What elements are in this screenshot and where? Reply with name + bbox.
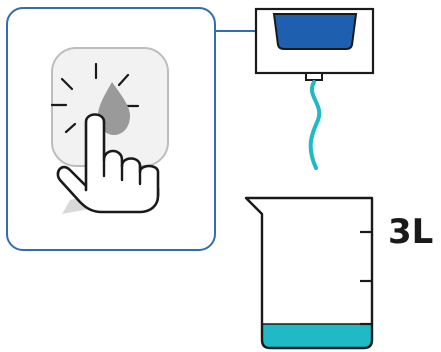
water-stream bbox=[311, 82, 320, 168]
beaker-water bbox=[262, 324, 372, 348]
water-tank-icon bbox=[256, 9, 373, 80]
measuring-beaker-icon bbox=[246, 198, 372, 348]
touch-button-icon bbox=[52, 48, 168, 166]
beaker-ticks bbox=[360, 232, 372, 324]
volume-label: 3L bbox=[388, 212, 433, 252]
